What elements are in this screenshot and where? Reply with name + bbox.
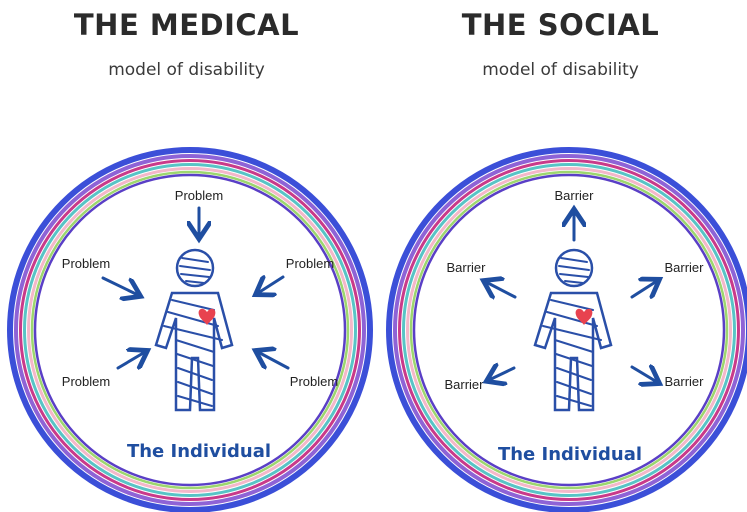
social-subtitle: model of disability — [482, 60, 639, 80]
medical-diagram: Problem Problem Problem Problem Problem … — [7, 147, 373, 512]
social-rings — [386, 147, 747, 512]
medical-label-top: Problem — [175, 188, 223, 203]
social-label-top: Barrier — [554, 188, 594, 203]
social-title: THE SOCIAL — [461, 8, 660, 42]
social-caption: The Individual — [498, 444, 642, 465]
medical-label-right-upper: Problem — [286, 256, 334, 271]
arrow-left-lower-out — [489, 368, 516, 380]
medical-title: THE MEDICAL — [73, 8, 300, 42]
medical-caption: The Individual — [127, 441, 271, 462]
heart-icon — [575, 308, 593, 325]
medical-label-left-lower: Problem — [62, 374, 110, 389]
arrow-left-lower-in — [116, 352, 145, 368]
social-label-left-upper: Barrier — [446, 260, 486, 275]
arrow-right-lower-in — [258, 352, 290, 368]
social-label-left-lower: Barrier — [444, 377, 484, 392]
social-label-right-upper: Barrier — [664, 260, 704, 275]
arrow-right-upper-in — [258, 277, 285, 293]
social-diagram: Barrier Barrier Barrier Barrier Barrier … — [386, 147, 747, 512]
person-figure — [154, 248, 234, 412]
medical-model-panel: THE MEDICAL model of disability Problem — [0, 0, 373, 512]
social-label-right-lower: Barrier — [664, 374, 704, 389]
person-figure — [533, 248, 613, 412]
arrow-right-upper-out — [630, 281, 657, 297]
social-model-panel: THE SOCIAL model of disability Barrier B… — [374, 0, 747, 512]
medical-label-left-upper: Problem — [62, 256, 110, 271]
medical-subtitle: model of disability — [108, 60, 265, 80]
arrow-left-upper-in — [101, 276, 138, 295]
medical-rings — [7, 147, 373, 512]
medical-label-right-lower: Problem — [290, 374, 338, 389]
arrow-right-lower-out — [630, 367, 657, 382]
heart-icon — [198, 308, 216, 325]
arrow-left-upper-out — [486, 282, 517, 297]
